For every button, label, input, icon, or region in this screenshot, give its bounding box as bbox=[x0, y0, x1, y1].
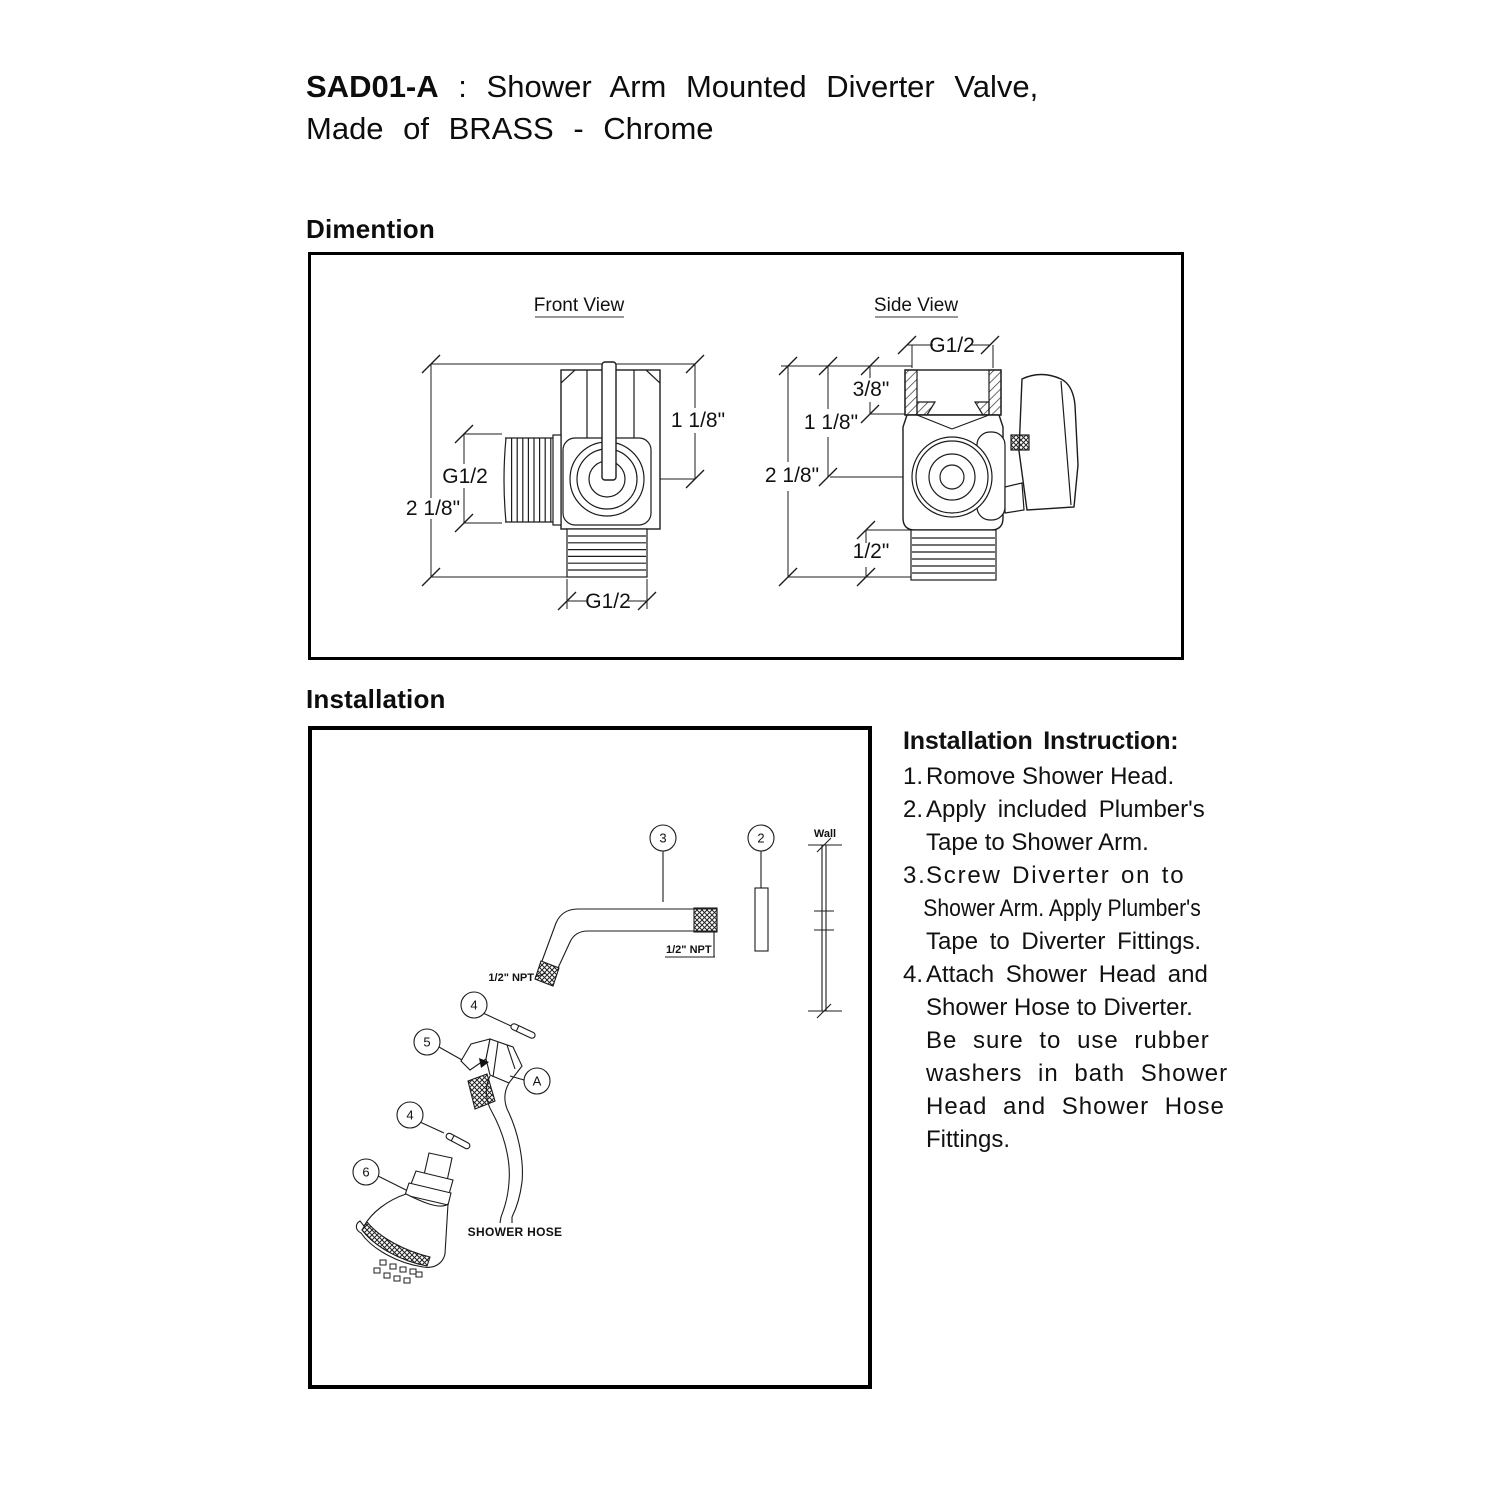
title-line-1: SAD01-A : Shower Arm Mounted Diverter Va… bbox=[306, 66, 1038, 108]
npt-label-outer-end: 1/2" NPT bbox=[488, 972, 534, 984]
instruction-number: 3. bbox=[903, 862, 927, 889]
instruction-line: washers in bath Shower bbox=[903, 1057, 1227, 1090]
instruction-text: Attach Shower Head and bbox=[926, 961, 1208, 988]
instruction-text: Be sure to use rubber bbox=[926, 1027, 1210, 1054]
installation-drawing: 3 2 4 5 A 4 6 Wall 1/2" NPT 1/2" NPT SHO… bbox=[352, 824, 842, 1284]
dim-side-top-depth: 3/8" bbox=[853, 378, 890, 401]
instruction-text: Tape to Shower Arm. bbox=[926, 829, 1149, 856]
front-bottom-thread bbox=[566, 528, 648, 578]
front-view-drawing bbox=[421, 316, 705, 611]
diverter-valve bbox=[460, 1038, 523, 1110]
instruction-line: Fittings. bbox=[903, 1123, 1191, 1156]
instruction-text: Shower Arm. Apply Plumber's bbox=[923, 895, 1201, 922]
instruction-line: Head and Shower Hose bbox=[903, 1090, 1224, 1123]
balloon-tape-lower-number: 4 bbox=[406, 1108, 413, 1123]
instruction-text: Romove Shower Head. bbox=[926, 763, 1175, 790]
instruction-number: 1. bbox=[903, 763, 924, 790]
balloon-diverter bbox=[413, 1028, 463, 1061]
dim-side-overall-height: 2 1/8" bbox=[765, 464, 819, 487]
dim-front-side-thread: G1/2 bbox=[442, 465, 488, 488]
dim-side-bottom-offset: 1/2" bbox=[853, 540, 890, 563]
title-colon: : bbox=[458, 69, 467, 104]
instruction-number: 2. bbox=[903, 796, 924, 823]
side-view-drawing bbox=[778, 316, 1079, 587]
title-headline: Shower Arm Mounted Diverter Valve, bbox=[486, 69, 1039, 104]
instruction-line: Tape to Diverter Fittings. bbox=[903, 925, 1201, 958]
balloon-shower-head-number: 6 bbox=[362, 1165, 369, 1180]
wall-symbol bbox=[808, 837, 842, 1019]
instructions-heading: Installation Instruction: bbox=[903, 727, 1179, 755]
instruction-line: 2.Apply included Plumber's bbox=[903, 793, 1205, 826]
instruction-line: 3.Screw Diverter on to bbox=[903, 859, 1191, 892]
instruction-line: Shower Arm. Apply Plumber's bbox=[903, 892, 1201, 925]
instruction-line: Tape to Shower Arm. bbox=[903, 826, 1191, 859]
instruction-text: washers in bath Shower bbox=[926, 1060, 1229, 1087]
title-line-2: Made of BRASS - Chrome bbox=[306, 111, 714, 146]
shower-head bbox=[355, 1152, 454, 1284]
document-title: SAD01-A : Shower Arm Mounted Diverter Va… bbox=[306, 66, 1038, 150]
dimension-drawing-panel: Front View 2 1/8" G1/2 1 1/8" G1/2 bbox=[308, 252, 1184, 660]
instruction-text: Tape to Diverter Fittings. bbox=[926, 928, 1202, 955]
dim-front-overall-height: 2 1/8" bbox=[406, 497, 460, 520]
front-view-label: Front View bbox=[534, 295, 625, 316]
model-number: SAD01-A bbox=[306, 69, 439, 104]
front-handle bbox=[601, 361, 617, 481]
instruction-text: Apply included Plumber's bbox=[926, 796, 1205, 823]
side-view-label: Side View bbox=[874, 295, 958, 316]
front-side-thread bbox=[503, 437, 553, 523]
dimension-section-heading: Dimention bbox=[306, 214, 435, 244]
balloon-outlet bbox=[509, 1067, 551, 1095]
instruction-line: 1.Romove Shower Head. bbox=[903, 760, 1191, 793]
balloon-escutcheon-number: 2 bbox=[757, 831, 764, 846]
npt-label-wall-end: 1/2" NPT bbox=[666, 944, 712, 956]
dim-side-top-thread: G1/2 bbox=[929, 334, 975, 357]
shower-arm bbox=[534, 907, 718, 987]
instruction-text: Screw Diverter on to bbox=[926, 862, 1186, 889]
balloon-tape-upper-number: 4 bbox=[470, 998, 477, 1013]
balloon-shower-arm-number: 3 bbox=[659, 831, 666, 846]
side-bottom-thread bbox=[910, 529, 997, 581]
balloon-shower-head bbox=[352, 1158, 409, 1192]
instruction-line: 4.Attach Shower Head and bbox=[903, 958, 1208, 991]
shower-hose-label: SHOWER HOSE bbox=[468, 1225, 563, 1239]
balloon-tape-lower bbox=[396, 1101, 471, 1150]
shower-hose bbox=[485, 1075, 523, 1224]
wall-label: Wall bbox=[814, 828, 836, 840]
dimension-drawing: Front View 2 1/8" G1/2 1 1/8" G1/2 bbox=[406, 295, 1079, 613]
side-screw bbox=[1010, 434, 1030, 451]
dim-front-top-height: 1 1/8" bbox=[671, 409, 725, 432]
balloon-tape-upper bbox=[460, 991, 536, 1039]
instruction-line: Shower Hose to Diverter. bbox=[903, 991, 1193, 1024]
installation-drawing-panel: 3 2 4 5 A 4 6 Wall 1/2" NPT 1/2" NPT SHO… bbox=[308, 726, 872, 1389]
installation-section-heading: Installation bbox=[306, 684, 446, 714]
dim-front-bottom-thread: G1/2 bbox=[585, 590, 631, 613]
instruction-line: Be sure to use rubber bbox=[903, 1024, 1209, 1057]
instruction-text: Shower Hose to Diverter. bbox=[926, 994, 1193, 1021]
balloon-diverter-number: 5 bbox=[423, 1035, 430, 1050]
side-top-thread bbox=[904, 369, 1002, 416]
instruction-text: Fittings. bbox=[926, 1126, 1011, 1153]
dim-side-center-height: 1 1/8" bbox=[804, 411, 858, 434]
instruction-number: 4. bbox=[903, 961, 924, 988]
balloon-shower-arm bbox=[649, 824, 677, 902]
balloon-outlet-letter: A bbox=[533, 1074, 542, 1089]
instruction-text: Head and Shower Hose bbox=[926, 1093, 1225, 1120]
installation-instructions: Installation Instruction: 1.Romove Showe… bbox=[903, 727, 1227, 1156]
escutcheon-plate bbox=[754, 887, 769, 952]
